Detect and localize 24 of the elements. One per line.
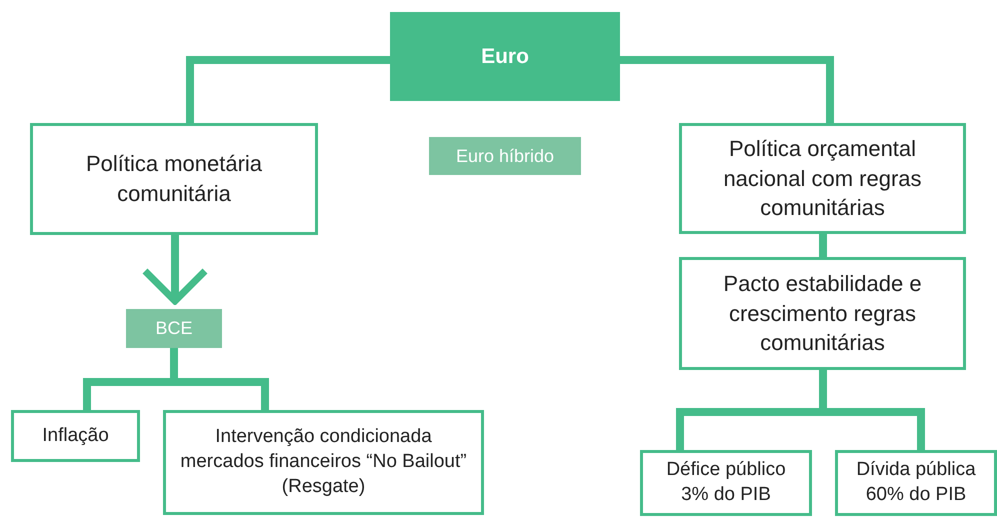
- connector-line: [620, 56, 834, 123]
- box-text: BCE: [155, 318, 192, 339]
- box-text: Euro híbrido: [456, 146, 554, 166]
- tag-box: [126, 309, 222, 348]
- concept-box: [11, 410, 140, 462]
- box-text: Política monetária comunitária: [84, 150, 264, 208]
- box-text: Pacto estabilidade e crescimento regras comunitárias: [722, 270, 923, 358]
- arrow: [142, 235, 208, 304]
- title-box: [390, 12, 620, 101]
- concept-box: [679, 123, 966, 234]
- box-text: Intervenção condicionada mercados financeiros “No Bailout” (Resgate): [179, 425, 468, 499]
- concept-box: [30, 123, 318, 235]
- connector-line: [819, 234, 827, 257]
- tag-box: [429, 137, 581, 175]
- box-text: Política orçamental nacional com regras comunitárias: [722, 134, 923, 222]
- concept-box: [163, 410, 484, 515]
- concept-box: [640, 450, 812, 516]
- box-text: Défice público 3% do PIB: [665, 458, 787, 507]
- box-text: Inflação: [42, 424, 109, 448]
- connector-line: [186, 56, 390, 123]
- box-text: Dívida pública 60% do PIB: [855, 458, 977, 507]
- box-text: Euro: [481, 44, 529, 68]
- concept-box: [679, 257, 966, 370]
- concept-box: [835, 450, 997, 516]
